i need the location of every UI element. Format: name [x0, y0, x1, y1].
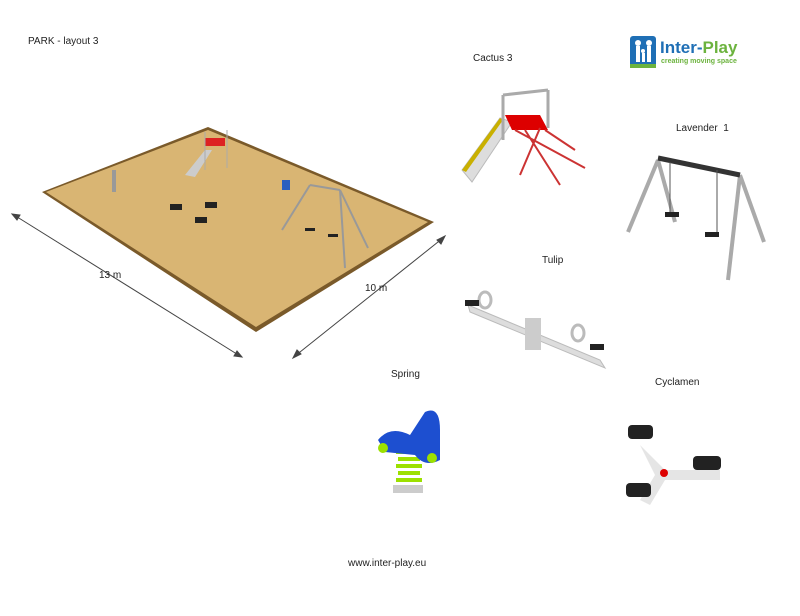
dimension-lines: [10, 213, 447, 360]
logo-tagline: creating moving space: [661, 58, 737, 65]
page-title: PARK - layout 3: [28, 36, 99, 47]
logo-text: Inter-: [660, 38, 703, 57]
product-label-cyclamen: Cyclamen: [655, 377, 700, 388]
dimension-width-label: 10 m: [365, 283, 388, 294]
dimension-length-label: 13 m: [99, 270, 122, 281]
logo-text-play: Play: [702, 38, 738, 57]
product-label-spring: Spring: [391, 369, 420, 380]
lavender-1-image: [626, 155, 766, 281]
product-label-lavender-1: Lavender 1: [676, 123, 729, 134]
inter-play-logo: Inter-Play creating moving space: [630, 36, 755, 70]
cyclamen-image: [626, 425, 721, 505]
cactus-3-image: [461, 88, 586, 186]
tulip-image: [465, 290, 607, 370]
spring-image: [378, 410, 440, 493]
park-plot: [42, 127, 434, 332]
footer-website: www.inter-play.eu: [348, 558, 427, 569]
family-icon: [630, 36, 656, 68]
product-label-cactus-3: Cactus 3: [473, 53, 513, 64]
product-label-tulip: Tulip: [542, 255, 564, 266]
